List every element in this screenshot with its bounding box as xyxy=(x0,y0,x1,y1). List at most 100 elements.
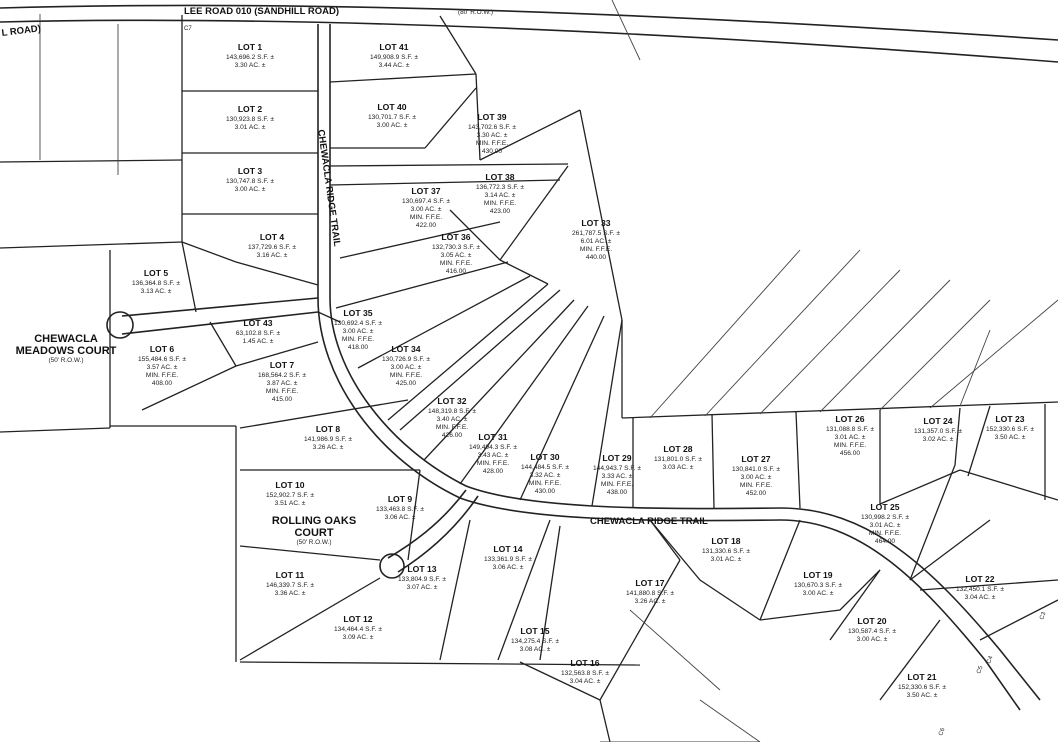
curve-label: C6 xyxy=(938,727,946,737)
lot-number: LOT 4 xyxy=(260,232,285,242)
lot-detail: 130,841.0 S.F. ± xyxy=(732,466,780,473)
lot-detail: 438.00 xyxy=(607,489,628,496)
lot-number: LOT 34 xyxy=(391,344,420,354)
lee-road-label: LEE ROAD 010 (SANDHILL ROAD) xyxy=(184,6,339,17)
lot-number: LOT 40 xyxy=(377,102,406,112)
lot-detail: 3.36 AC. ± xyxy=(275,590,306,597)
lot-number: LOT 37 xyxy=(411,186,440,196)
lot-detail: 3.44 AC. ± xyxy=(379,62,410,69)
lot-number: LOT 33 xyxy=(581,218,610,228)
lot-number: LOT 41 xyxy=(379,42,408,52)
lot-detail: 143,702.6 S.F. ± xyxy=(468,124,516,131)
curve-label: C4 xyxy=(986,655,994,665)
meadows-court-label-1: CHEWACLA xyxy=(34,333,98,345)
lot-detail: 3.01 AC. ± xyxy=(870,522,901,529)
lot-detail: 168,564.2 S.F. ± xyxy=(258,372,306,379)
lot-detail: 440.00 xyxy=(586,254,607,261)
meadows-court-row: (50' R.O.W.) xyxy=(49,357,84,364)
lot-detail: MIN. F.F.E. xyxy=(342,336,374,343)
lot-detail: 3.14 AC. ± xyxy=(485,192,516,199)
lot-detail: 131,330.6 S.F. ± xyxy=(702,548,750,555)
lot-number: LOT 11 xyxy=(276,570,305,580)
lot-detail: MIN. F.F.E. xyxy=(477,460,509,467)
lot-detail: 3.26 AC. ± xyxy=(635,598,666,605)
lot-detail: 3.87 AC. ± xyxy=(267,380,298,387)
lot-number: LOT 38 xyxy=(485,172,514,182)
lot-detail: 3.13 AC. ± xyxy=(141,288,172,295)
curve-label: C5 xyxy=(976,665,984,675)
lot-number: LOT 5 xyxy=(144,268,169,278)
lot-detail: 408.00 xyxy=(152,380,173,387)
lot-detail: 132,563.8 S.F. ± xyxy=(561,670,609,677)
lot-detail: 146,339.7 S.F. ± xyxy=(266,582,314,589)
lot-detail: 3.00 AC. ± xyxy=(377,122,408,129)
lot-detail: MIN. F.F.E. xyxy=(410,214,442,221)
lee-road-row: (80' R.O.W.) xyxy=(458,9,493,16)
lot-number: LOT 27 xyxy=(741,454,770,464)
lot-detail: MIN. F.F.E. xyxy=(266,388,298,395)
lot-number: LOT 22 xyxy=(965,574,994,584)
lot-detail: 415.00 xyxy=(272,396,293,403)
lot-detail: 132,730.3 S.F. ± xyxy=(432,244,480,251)
lot-detail: 430.00 xyxy=(482,148,503,155)
lot-label: LOT 11 146,339.7 S.F. ±3.36 AC. ± xyxy=(266,570,314,597)
lot-detail: 3.51 AC. ± xyxy=(275,500,306,507)
lot-detail: 152,330.6 S.F. ± xyxy=(986,426,1034,433)
lot-detail: 422.00 xyxy=(416,222,437,229)
lot-detail: 3.02 AC. ± xyxy=(923,436,954,443)
rolling-oaks-row: (50' R.O.W.) xyxy=(297,539,332,546)
lot-detail: 3.00 AC. ± xyxy=(741,474,772,481)
curve-label: C7 xyxy=(184,26,192,32)
lot-detail: 3.00 AC. ± xyxy=(235,186,266,193)
lot-detail: 3.06 AC. ± xyxy=(493,564,524,571)
lot-detail: 134,464.4 S.F. ± xyxy=(334,626,382,633)
lot-detail: 428.00 xyxy=(483,468,504,475)
lot-detail: 130,747.8 S.F. ± xyxy=(226,178,274,185)
lot-detail: MIN. F.F.E. xyxy=(436,424,468,431)
lot-detail: 130,923.8 S.F. ± xyxy=(226,116,274,123)
lot-detail: MIN. F.F.E. xyxy=(601,481,633,488)
lot-number: LOT 24 xyxy=(923,416,952,426)
lot-detail: 3.00 AC. ± xyxy=(343,328,374,335)
lot-number: LOT 13 xyxy=(407,564,436,574)
lot-detail: 3.00 AC. ± xyxy=(391,364,422,371)
lot-number: LOT 16 xyxy=(570,658,599,668)
lot-number: LOT 18 xyxy=(711,536,740,546)
lot-number: LOT 25 xyxy=(870,502,899,512)
lot-number: LOT 17 xyxy=(635,578,664,588)
lot-detail: 133,361.9 S.F. ± xyxy=(484,556,532,563)
lot-detail: 3.08 AC. ± xyxy=(520,646,551,653)
lot-detail: 3.01 AC. ± xyxy=(235,124,266,131)
lot-detail: 3.00 AC. ± xyxy=(857,636,888,643)
lot-detail: 130,692.4 S.F. ± xyxy=(334,320,382,327)
lot-detail: 136,772.3 S.F. ± xyxy=(476,184,524,191)
chewacla-ridge-vertical-label: CHEWACLA RIDGE TRAIL xyxy=(315,129,342,247)
lot-detail: 130,697.4 S.F. ± xyxy=(402,198,450,205)
lot-number: LOT 29 xyxy=(602,453,631,463)
lot-detail: 63,102.8 S.F. ± xyxy=(236,330,281,337)
lot-detail: 452.00 xyxy=(746,490,767,497)
lot-number: LOT 21 xyxy=(907,672,936,682)
lot-boundaries xyxy=(0,14,1058,742)
lot-detail: 130,726.9 S.F. ± xyxy=(382,356,430,363)
lot-detail: 3.06 AC. ± xyxy=(385,514,416,521)
lot-number: LOT 12 xyxy=(343,614,372,624)
